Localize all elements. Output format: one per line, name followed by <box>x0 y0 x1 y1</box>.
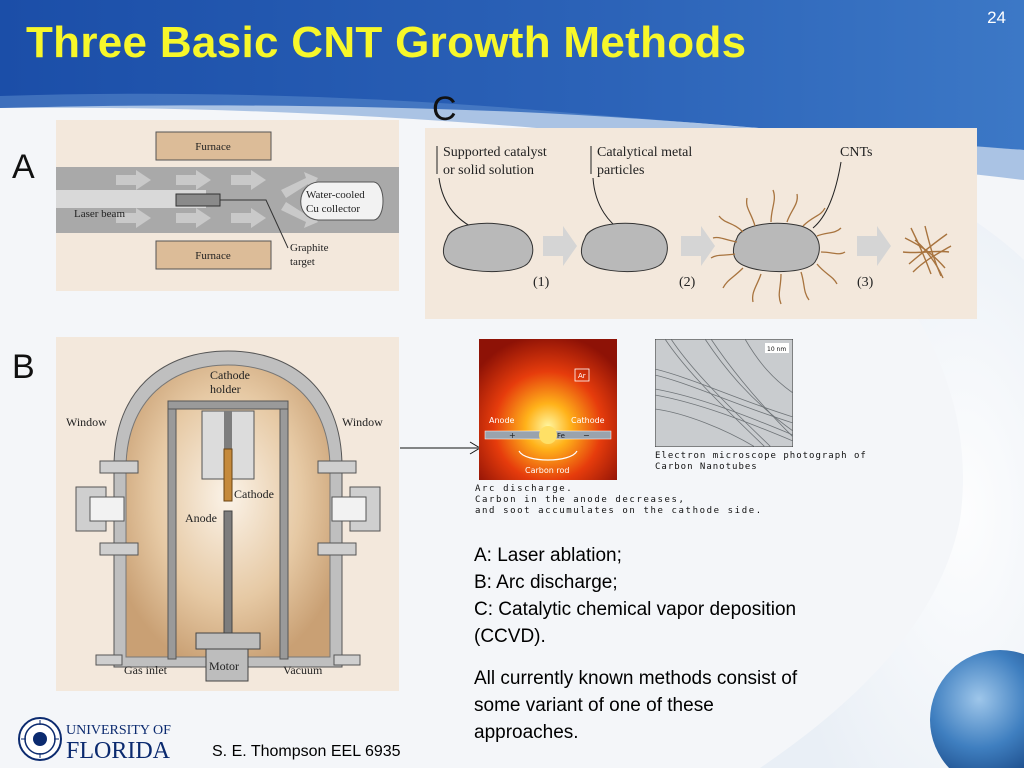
tem-caption-line1: Electron microscope photograph of <box>655 451 867 461</box>
anode-label: Anode <box>185 511 217 525</box>
laser-ablation-diagram: Furnace Furnace Water-cooled Cu collecto… <box>56 120 399 291</box>
arc-discharge-diagram: Cathode holder Window Window Cathode Ano… <box>56 337 399 691</box>
arc-photo-caption-line1: Arc discharge. <box>475 484 574 494</box>
furnace-bottom-label: Furnace <box>195 250 231 262</box>
slide-title: Three Basic CNT Growth Methods <box>26 18 747 67</box>
ccvd-label3: CNTs <box>840 145 872 160</box>
photo-cathode-label: Cathode <box>571 416 605 425</box>
cathode-holder-line1: Cathode <box>210 368 250 382</box>
photo-minus-label: − <box>583 431 590 440</box>
tem-scale-label: 10 nm <box>767 346 786 353</box>
ccvd-step1: (1) <box>533 275 550 290</box>
cathode-label: Cathode <box>234 487 274 501</box>
window-left-label: Window <box>66 415 107 429</box>
vacuum-label: Vacuum <box>283 663 323 677</box>
arc-photo-caption-line3: and soot accumulates on the cathode side… <box>475 506 763 516</box>
collector-label-line1: Water-cooled <box>306 189 365 201</box>
tem-caption-line2: Carbon Nanotubes <box>655 462 758 472</box>
collector-label-line2: Cu collector <box>306 203 360 215</box>
connector-arrow <box>400 441 481 455</box>
photo-anode-label: Anode <box>489 416 515 425</box>
caption-line5: All currently known methods consist of <box>474 668 798 689</box>
target-label-line1: Graphite <box>290 242 329 254</box>
tem-photo: 10 nm <box>655 339 793 447</box>
ccvd-step3: (3) <box>857 275 874 290</box>
motor-label: Motor <box>209 659 239 673</box>
photo-carbon-rod-label: Carbon rod <box>525 466 569 475</box>
photo-ar-label: Ar <box>578 372 586 380</box>
university-logo: UNIVERSITY OF FLORIDA <box>18 717 171 764</box>
ccvd-label1-line1: Supported catalyst <box>443 145 547 160</box>
slide-number: 24 <box>987 8 1006 27</box>
caption-line6: some variant of one of these <box>474 695 714 716</box>
cathode-holder-line2: holder <box>210 382 241 396</box>
caption-line2: B: Arc discharge; <box>474 572 618 593</box>
ccvd-label2-line2: particles <box>597 163 644 178</box>
laser-beam-label: Laser beam <box>74 208 125 220</box>
footer-author: S. E. Thompson EEL 6935 <box>212 743 401 760</box>
caption-text-block: A: Laser ablation; B: Arc discharge; C: … <box>474 542 874 746</box>
caption-line4: (CCVD). <box>474 626 546 647</box>
window-right-label: Window <box>342 415 383 429</box>
caption-line1: A: Laser ablation; <box>474 545 622 566</box>
furnace-top-label: Furnace <box>195 141 231 153</box>
photo-fe-label: Fe <box>557 432 565 440</box>
panel-label-b: B <box>12 348 35 386</box>
arc-photo-caption-line2: Carbon in the anode decreases, <box>475 495 686 505</box>
ccvd-diagram: Supported catalyst or solid solution Cat… <box>425 128 977 319</box>
gas-inlet-label: Gas inlet <box>124 663 168 677</box>
ccvd-label2-line1: Catalytical metal <box>597 145 692 160</box>
caption-line3: C: Catalytic chemical vapor deposition <box>474 599 797 620</box>
arc-photo-caption: Arc discharge. Carbon in the anode decre… <box>475 484 763 517</box>
target-label-line2: target <box>290 256 315 268</box>
photo-plus-label: + <box>509 431 516 440</box>
logo-line2: FLORIDA <box>66 738 171 764</box>
ccvd-label1-line2: or solid solution <box>443 163 534 178</box>
panel-label-c: C <box>432 90 457 128</box>
tem-photo-caption: Electron microscope photograph of Carbon… <box>655 451 867 473</box>
arc-discharge-photo: Ar Anode Cathode + Fe − Carbon rod <box>479 339 617 480</box>
panel-label-a: A <box>12 148 35 186</box>
logo-line1: UNIVERSITY OF <box>66 723 171 738</box>
caption-line7: approaches. <box>474 722 579 743</box>
ccvd-step2: (2) <box>679 275 696 290</box>
